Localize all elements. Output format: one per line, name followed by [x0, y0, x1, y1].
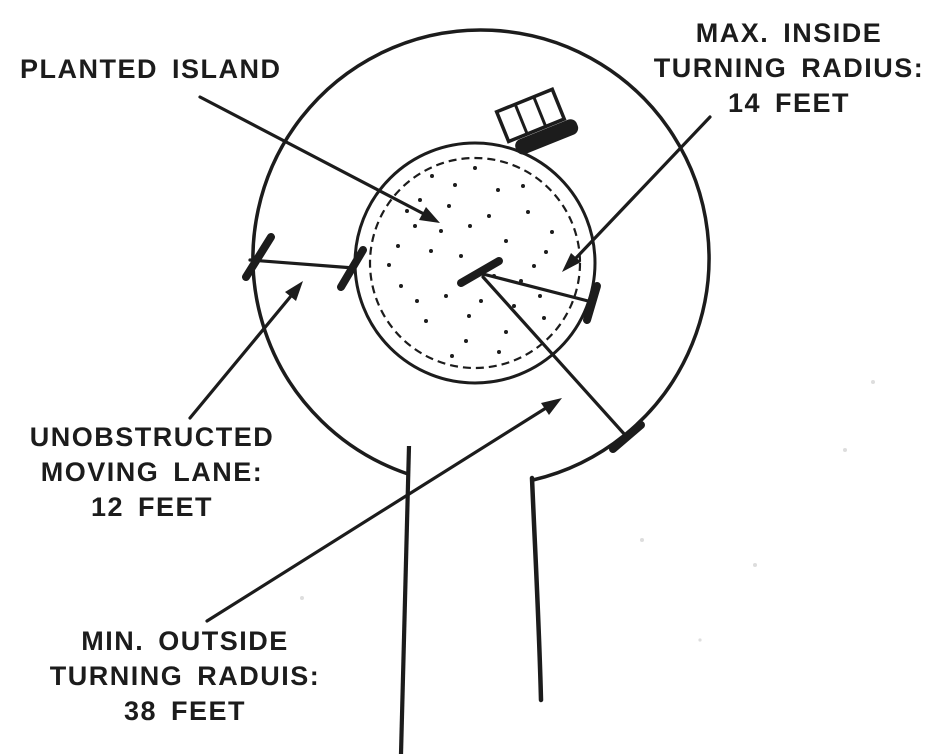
street-right-edge	[529, 475, 544, 703]
street-left-edge	[398, 445, 412, 754]
measure-line-outside-radius	[481, 275, 628, 438]
label-moving-lane: UNOBSTRUCTED MOVING LANE: 12 FEET	[6, 420, 298, 525]
arrow-min-outside-radius	[205, 398, 562, 623]
measure-line-inside-radius	[477, 271, 594, 304]
label-line: MAX. INSIDE	[695, 18, 883, 48]
label-line: MOVING LANE:	[40, 457, 264, 487]
label-line: 12 FEET	[90, 492, 214, 522]
arrow-moving-lane	[188, 281, 303, 420]
measure-line-moving-lane	[248, 258, 356, 270]
island-stipple-dots	[387, 166, 554, 358]
tick-outer-left	[242, 233, 275, 281]
label-planted-island: PLANTED ISLAND	[20, 52, 320, 87]
island-inner-wavy-edge	[368, 156, 582, 370]
measurement-tick-marks	[242, 233, 645, 453]
label-min-outside-radius: MIN. OUTSIDE TURNING RADUIS: 38 FEET	[36, 624, 334, 729]
label-line: TURNING RADIUS:	[653, 53, 925, 83]
label-line: MIN. OUTSIDE	[81, 626, 289, 656]
label-line: PLANTED ISLAND	[20, 54, 282, 84]
measurement-lines	[248, 258, 628, 438]
label-line: 38 FEET	[123, 696, 247, 726]
arrow-max-inside-radius	[562, 115, 712, 272]
arrow-planted-island	[198, 95, 440, 223]
vehicle-icon	[494, 87, 579, 155]
scan-noise	[300, 380, 875, 642]
outer-circle-path	[251, 28, 711, 482]
leader-arrows	[188, 95, 712, 623]
label-line: TURNING RADUIS:	[49, 661, 321, 691]
label-line: UNOBSTRUCTED	[29, 422, 275, 452]
label-line: 14 FEET	[727, 88, 851, 118]
label-max-inside-radius: MAX. INSIDE TURNING RADIUS: 14 FEET	[633, 16, 945, 121]
planted-island-circle	[353, 141, 597, 385]
